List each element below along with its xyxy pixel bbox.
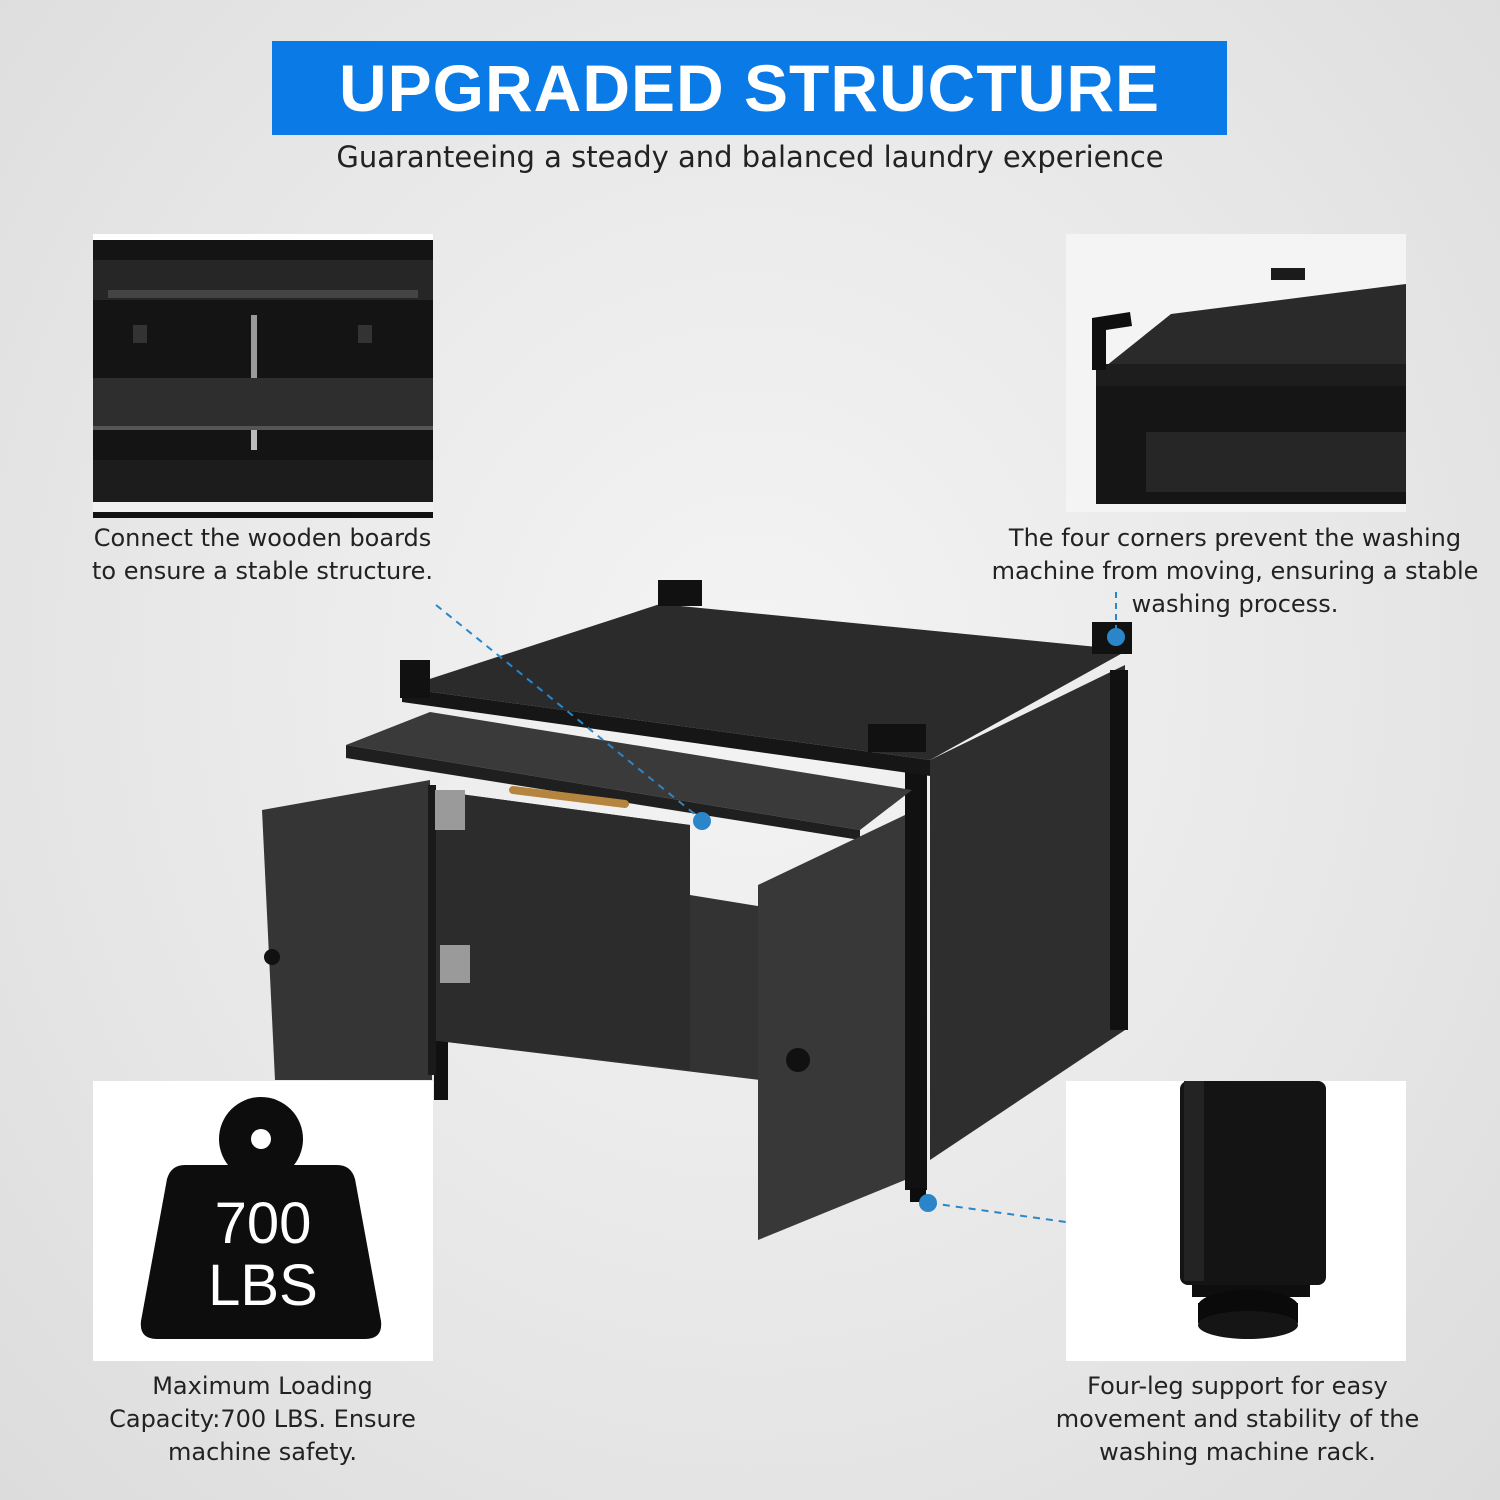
banner-title: UPGRADED STRUCTURE [338, 51, 1161, 125]
left-door[interactable] [262, 780, 432, 1080]
weight-unit: LBS [208, 1253, 318, 1318]
corner-guard-front [868, 724, 926, 752]
weight-value: 700 [214, 1191, 312, 1256]
cabinet-side-panel [930, 665, 1125, 1160]
back-right-leg [1110, 670, 1128, 1030]
subtitle: Guaranteeing a steady and balanced laund… [336, 140, 1164, 174]
right-door[interactable] [758, 815, 905, 1240]
legs-callout-dot [919, 1194, 937, 1212]
hinge-bottom [440, 945, 470, 983]
capacity-caption: Maximum Loading Capacity:700 LBS. Ensure… [109, 1372, 416, 1466]
door-knob[interactable] [786, 1048, 810, 1072]
corner-guard-left [400, 660, 430, 698]
leg-detail-photo [1066, 1081, 1406, 1361]
door-handle[interactable] [509, 786, 629, 808]
corners-caption: The four corners prevent the washing mac… [991, 524, 1479, 618]
corner-detail-photo [1066, 234, 1406, 512]
pull-out-shelf [346, 712, 912, 830]
boards-detail-photo [93, 234, 433, 518]
corners-callout-dot [1107, 628, 1125, 646]
title-banner: UPGRADED STRUCTURE [272, 41, 1227, 135]
boards-callout-line [435, 604, 703, 821]
boards-caption: Connect the wooden boards to ensure a st… [92, 524, 433, 585]
boards-callout-dot [693, 812, 711, 830]
legs-callout-line [929, 1202, 1067, 1223]
legs-caption: Four-leg support for easy movement and s… [1055, 1372, 1420, 1466]
corner-guard-back [658, 580, 702, 606]
weight-icon [140, 1097, 382, 1339]
hinge-top [435, 790, 465, 830]
cabinet-top [402, 604, 1128, 760]
front-right-leg [905, 770, 927, 1190]
capacity-panel: 700 LBS [93, 1081, 433, 1361]
leg-illustration [1066, 1081, 1406, 1361]
front-left-leg [434, 1040, 448, 1100]
